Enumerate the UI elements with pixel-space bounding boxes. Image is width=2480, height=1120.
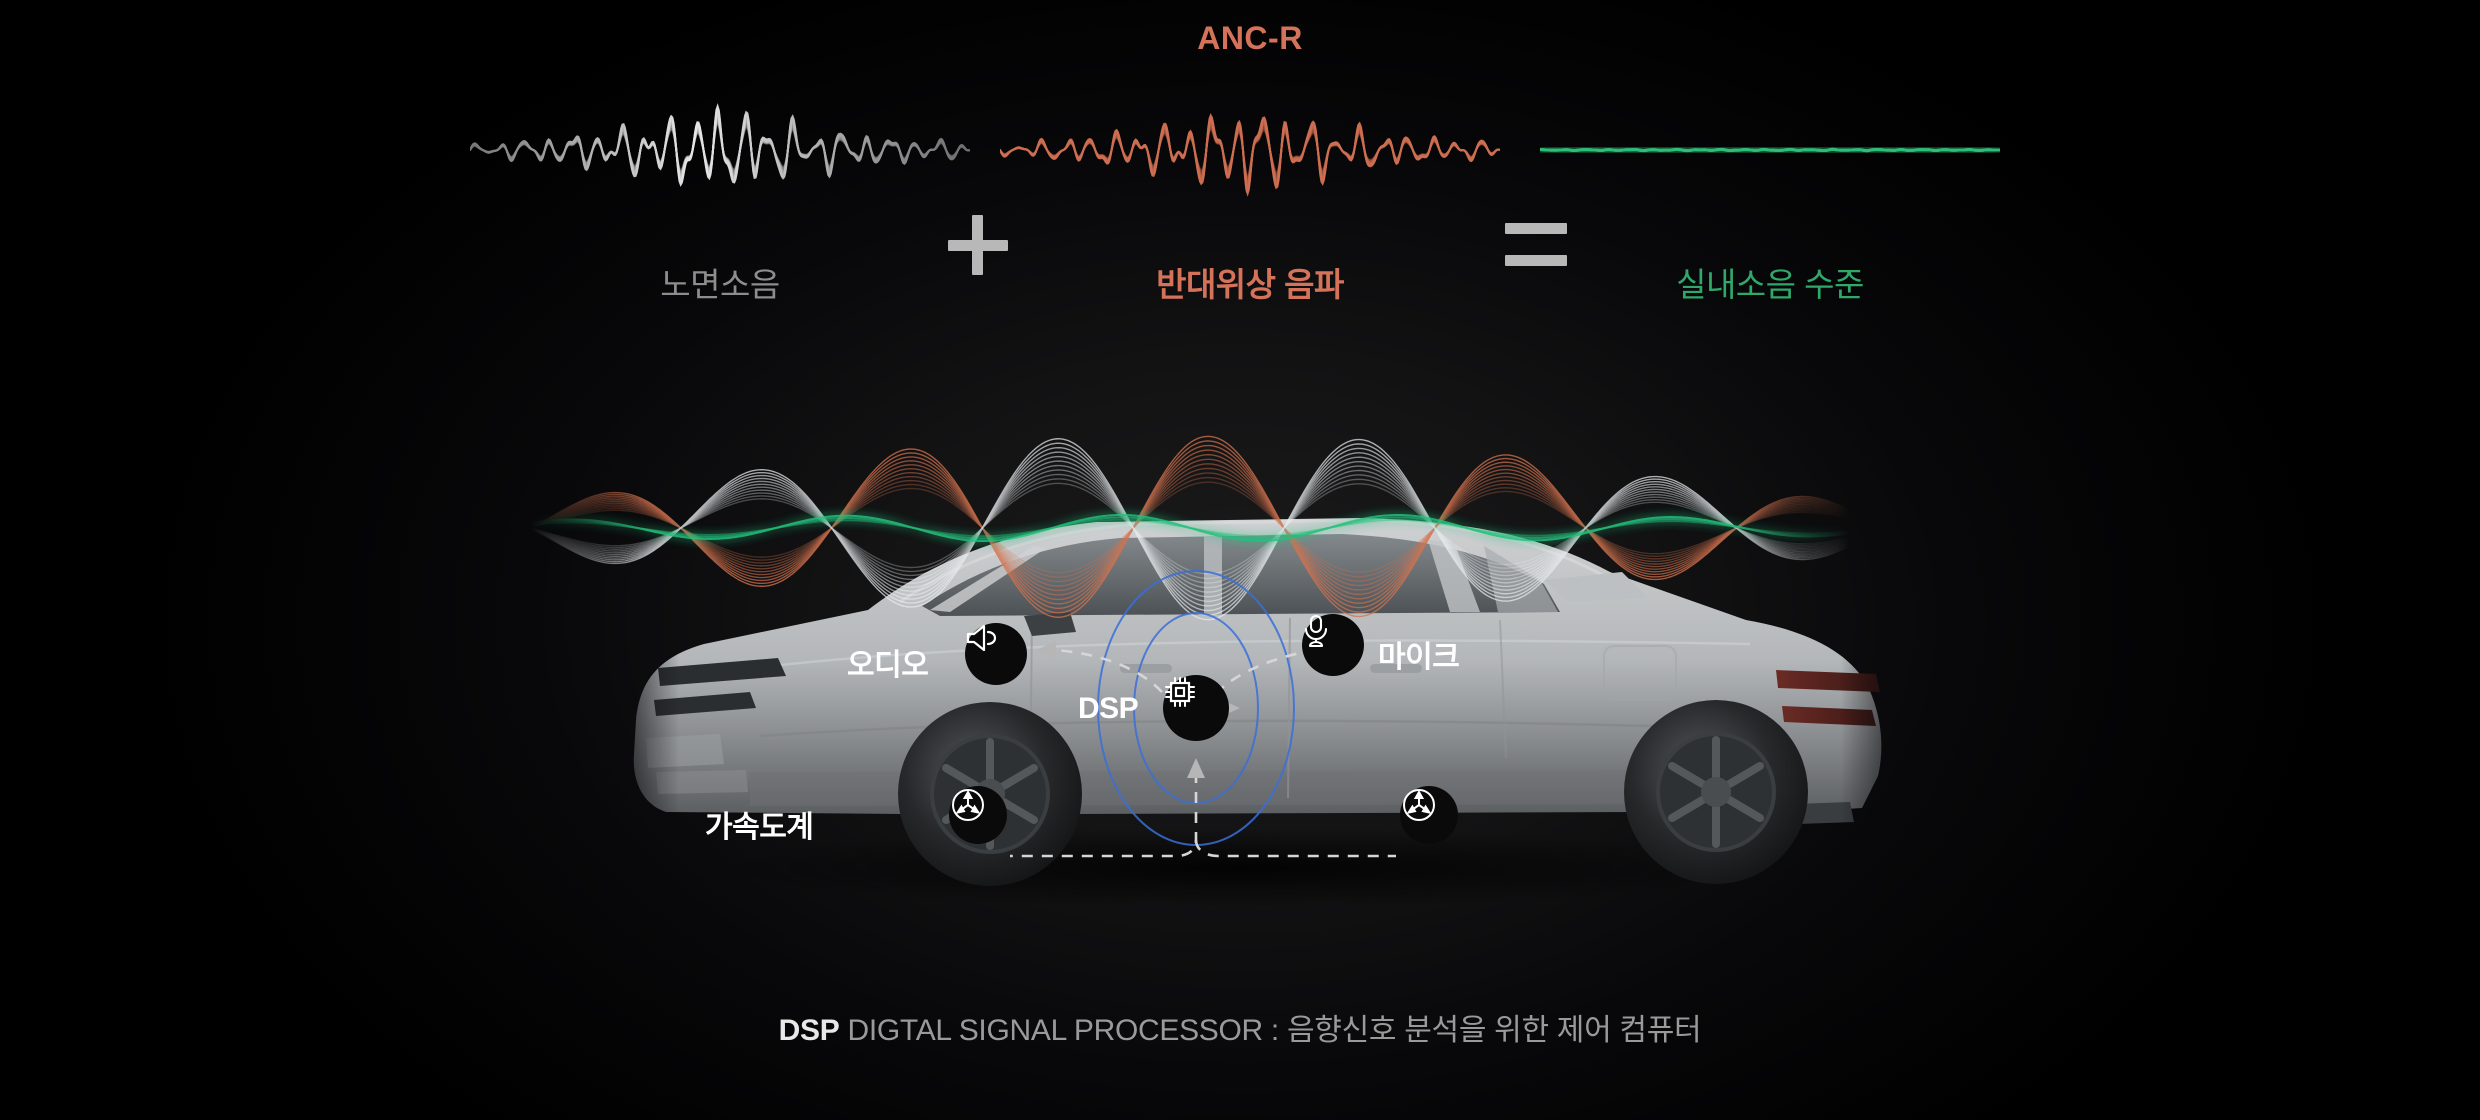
- anc-title: ANC-R: [1197, 20, 1303, 56]
- accelerometer-front-node[interactable]: [949, 786, 1007, 844]
- microphone-node[interactable]: [1302, 614, 1364, 676]
- link-dsp-to-audio: [1051, 648, 1163, 693]
- waveform-anti-phase: 반대위상 음파: [1000, 40, 1500, 303]
- accelerometer-label: 가속도계: [705, 811, 814, 844]
- equation-row: ANC-R 노면소음 반대위상 음파: [0, 20, 2480, 340]
- cabin-level-label: 실내소음 수준: [1676, 266, 1864, 303]
- caption: DSP DIGTAL SIGNAL PROCESSOR : 음향신호 분석을 위…: [0, 1005, 2480, 1049]
- road-noise-label: 노면소음: [660, 266, 780, 303]
- microphone-label: 마이크: [1378, 641, 1460, 674]
- caption-rest: DIGTAL SIGNAL PROCESSOR : 음향신호 분석을 위한 제어…: [839, 1014, 1702, 1047]
- anti-phase-wave-svg: [1000, 113, 1500, 197]
- equals-operator-icon: [1505, 223, 1567, 268]
- road-noise-wave-svg: [470, 103, 970, 187]
- accelerometer-icon: [1403, 789, 1435, 821]
- dsp-label: DSP: [1078, 692, 1139, 725]
- speaker-icon: [966, 624, 997, 652]
- arrowhead-audio: [1036, 641, 1056, 659]
- plus-operator-icon: [948, 215, 1008, 275]
- cabin-level-wave-svg: [1540, 147, 2000, 153]
- anti-phase-label: 반대위상 음파: [1156, 266, 1344, 303]
- overlay-waveform-band: [530, 435, 1850, 621]
- signal-flow-links: [1010, 570, 1396, 858]
- dsp-node[interactable]: [1163, 675, 1229, 741]
- audio-node[interactable]: [965, 623, 1027, 685]
- microphone-icon: [1304, 614, 1328, 648]
- accelerometer-rear-node[interactable]: [1400, 786, 1458, 844]
- waveform-cabin-level: 실내소음 수준: [1540, 40, 2000, 303]
- chip-icon: [1165, 677, 1195, 707]
- link-acc-front-to-dsp: [1010, 772, 1198, 858]
- link-acc-rear-to-dsp: [1194, 839, 1396, 858]
- link-mic-to-dsp: [1221, 648, 1317, 689]
- arrowhead-dsp-up: [1187, 758, 1205, 778]
- accelerometer-icon: [952, 789, 984, 821]
- car-diagram: 오디오 마이크 DSP: [530, 420, 1920, 920]
- waveform-road-noise: 노면소음: [470, 40, 970, 303]
- audio-label: 오디오: [847, 649, 929, 682]
- caption-strong: DSP: [778, 1014, 840, 1047]
